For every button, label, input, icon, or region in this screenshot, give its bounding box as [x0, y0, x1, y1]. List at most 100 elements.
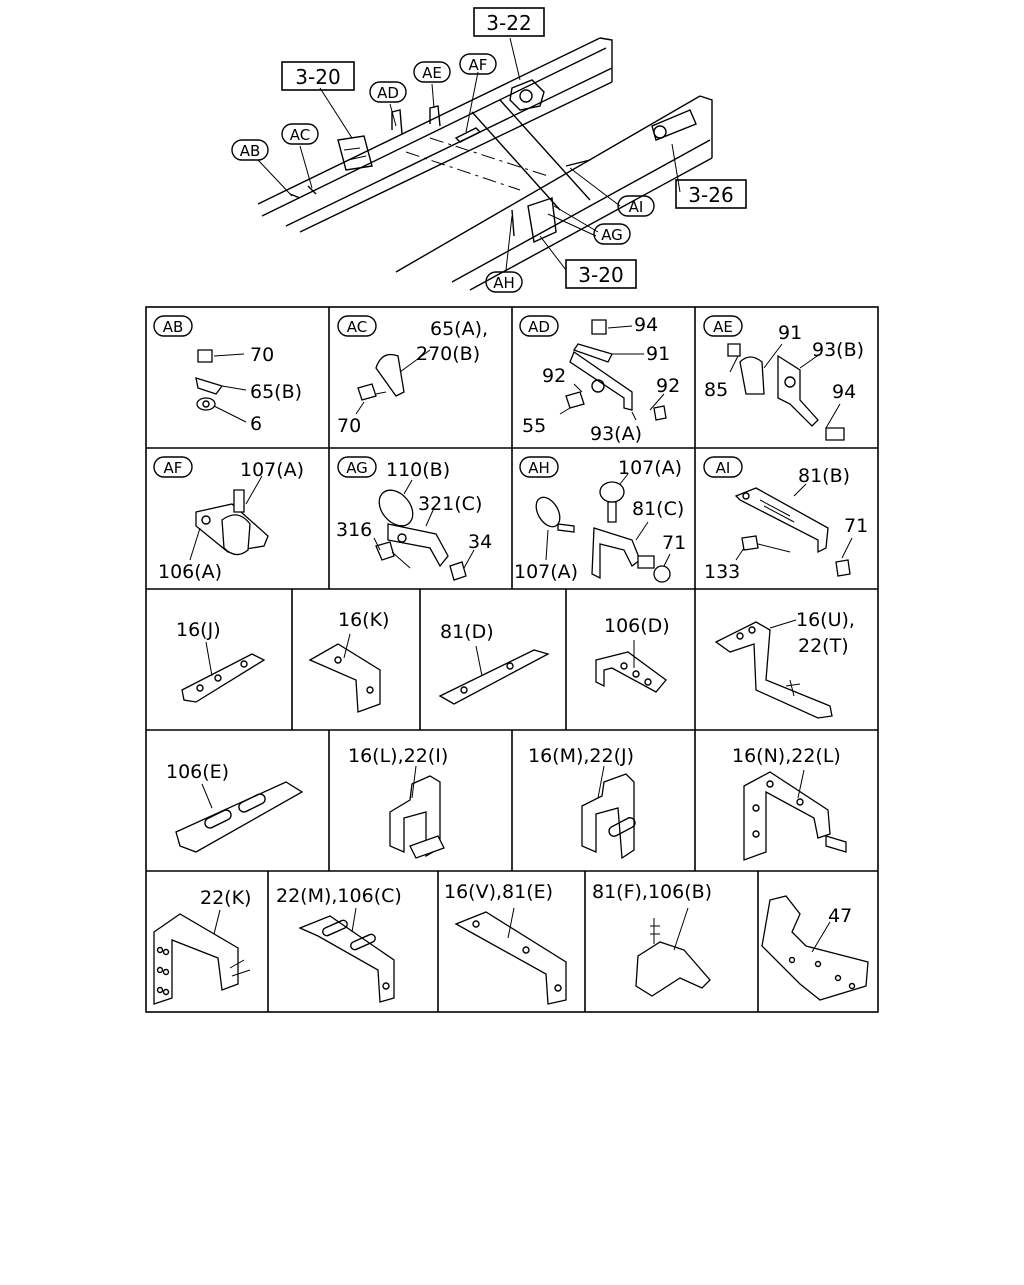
- cell-ae-label-3: 85: [704, 379, 728, 401]
- cell-106e-label: 106(E): [166, 761, 229, 783]
- cell-16l: 16(L),22(I): [348, 745, 448, 859]
- cell-16j: 16(J): [176, 619, 266, 703]
- ref-box-3-20-bottom: [565, 259, 637, 289]
- cell-ah-label-2: 81(C): [632, 498, 684, 520]
- cell-ab-label-1: 70: [250, 344, 274, 366]
- cell-ai: AI 81(B) 71 133: [703, 456, 868, 583]
- cell-ag-label-4: 34: [468, 531, 492, 553]
- cell-af-label-1: 107(A): [240, 459, 304, 481]
- cell-22m-label: 22(M),106(C): [276, 885, 402, 907]
- tag-ae: AE: [422, 64, 442, 82]
- cell-16u: 16(U), 22(T): [714, 609, 855, 719]
- cell-16j-label: 16(J): [176, 619, 221, 641]
- cell-ah-tag: AH: [528, 459, 550, 477]
- cell-ad-tag: AD: [528, 318, 550, 336]
- tag-ad: AD: [377, 84, 399, 102]
- tag-af-badge: [459, 53, 497, 75]
- cell-ac-label-3: 70: [337, 415, 361, 437]
- cell-22k-label: 22(K): [200, 887, 251, 909]
- cell-ad-label-3: 92: [542, 365, 566, 387]
- cell-ab-label-3: 6: [250, 413, 262, 435]
- cell-81f: 81(F),106(B): [592, 881, 712, 997]
- cell-ad-label-5: 55: [522, 415, 546, 437]
- cell-ad-label-1: 94: [634, 314, 658, 336]
- cell-ag: AG 110(B) 321(C) 316 34: [336, 456, 492, 581]
- cell-ae-label-1: 91: [778, 322, 802, 344]
- cell-ag-tag: AG: [346, 459, 368, 477]
- cell-af-tag: AF: [164, 459, 183, 477]
- cell-16v-label: 16(V),81(E): [444, 881, 553, 903]
- cell-ah: AH 107(A) 81(C) 71 107(A): [514, 456, 686, 583]
- cell-16m-label: 16(M),22(J): [528, 745, 634, 767]
- cell-22m: 22(M),106(C): [276, 885, 402, 1003]
- chassis-overview: 3-22 3-20 3-26 3-20 AB AC AD AE AF AG AH…: [231, 7, 747, 293]
- cell-ad-label-4: 92: [656, 375, 680, 397]
- tag-ae-badge: [413, 61, 451, 83]
- tag-ai: AI: [629, 198, 644, 216]
- tag-ai-badge: [617, 195, 655, 217]
- ref-3-22: 3-22: [486, 11, 531, 35]
- tag-af: AF: [469, 56, 488, 74]
- cell-16k: 16(K): [308, 609, 389, 713]
- cell-ai-label-1: 81(B): [798, 465, 850, 487]
- cell-ad-label-6: 93(A): [590, 423, 642, 445]
- tag-ag: AG: [601, 226, 623, 244]
- cell-81f-label: 81(F),106(B): [592, 881, 712, 903]
- cell-ad-label-2: 91: [646, 343, 670, 365]
- cell-ac-label-2: 270(B): [416, 343, 480, 365]
- cell-106e: 106(E): [166, 761, 304, 853]
- cell-ab: AB 70 65(B) 6: [153, 315, 302, 435]
- cell-ai-tag: AI: [716, 459, 731, 477]
- cell-ae-label-4: 94: [832, 381, 856, 403]
- cell-16m: 16(M),22(J): [528, 745, 636, 860]
- cell-16l-label: 16(L),22(I): [348, 745, 448, 767]
- cell-ac-label-1: 65(A),: [430, 318, 488, 340]
- cell-47: 47: [761, 895, 869, 1001]
- cell-ah-label-3: 71: [662, 532, 686, 554]
- tag-ah: AH: [493, 274, 515, 292]
- cell-ae: AE 91 93(B) 85 94: [703, 315, 864, 441]
- cell-16u-label-1: 16(U),: [796, 609, 855, 631]
- tag-ad-badge: [369, 81, 407, 103]
- cell-47-label: 47: [828, 905, 852, 927]
- cell-af-label-2: 106(A): [158, 561, 222, 583]
- ref-box-3-26: [675, 179, 747, 209]
- cell-ai-label-3: 133: [704, 561, 740, 583]
- cell-ae-tag: AE: [713, 318, 733, 336]
- cell-22k: 22(K): [153, 887, 251, 1005]
- cell-106d-label: 106(D): [604, 615, 670, 637]
- tag-ac: AC: [290, 126, 310, 144]
- cell-af: AF 107(A) 106(A): [153, 456, 304, 583]
- cell-16k-label: 16(K): [338, 609, 389, 631]
- ref-3-20-bottom: 3-20: [578, 263, 623, 287]
- cell-ag-label-3: 316: [336, 519, 372, 541]
- cell-ac: AC 65(A), 270(B) 70: [337, 315, 488, 437]
- cell-16v: 16(V),81(E): [444, 881, 567, 1005]
- cell-ad: AD 94 91 92 92 55 93(A): [519, 314, 680, 445]
- cell-ae-label-2: 93(B): [812, 339, 864, 361]
- cell-81d: 81(D): [438, 621, 550, 705]
- ref-3-26: 3-26: [688, 183, 733, 207]
- cell-ag-label-1: 110(B): [386, 459, 450, 481]
- cell-ah-label-1: 107(A): [618, 457, 682, 479]
- ref-3-20-top: 3-20: [295, 65, 340, 89]
- cell-ag-label-2: 321(C): [418, 493, 482, 515]
- tag-ac-badge: [281, 123, 319, 145]
- cell-81d-label: 81(D): [440, 621, 494, 643]
- parts-grid: [145, 306, 879, 1013]
- cell-ab-tag: AB: [163, 318, 184, 336]
- cell-16n: 16(N),22(L): [732, 745, 847, 861]
- cell-ab-label-2: 65(B): [250, 381, 302, 403]
- ref-box-3-20-top: [281, 61, 355, 91]
- tag-ah-badge: [485, 271, 523, 293]
- cell-ac-tag: AC: [347, 318, 367, 336]
- tag-ab: AB: [240, 142, 261, 160]
- cell-106d: 106(D): [595, 615, 670, 693]
- cell-ah-label-4: 107(A): [514, 561, 578, 583]
- cell-16n-label: 16(N),22(L): [732, 745, 841, 767]
- ref-box-3-22: [473, 7, 545, 37]
- tag-ab-badge: [231, 139, 269, 161]
- cell-ai-label-2: 71: [844, 515, 868, 537]
